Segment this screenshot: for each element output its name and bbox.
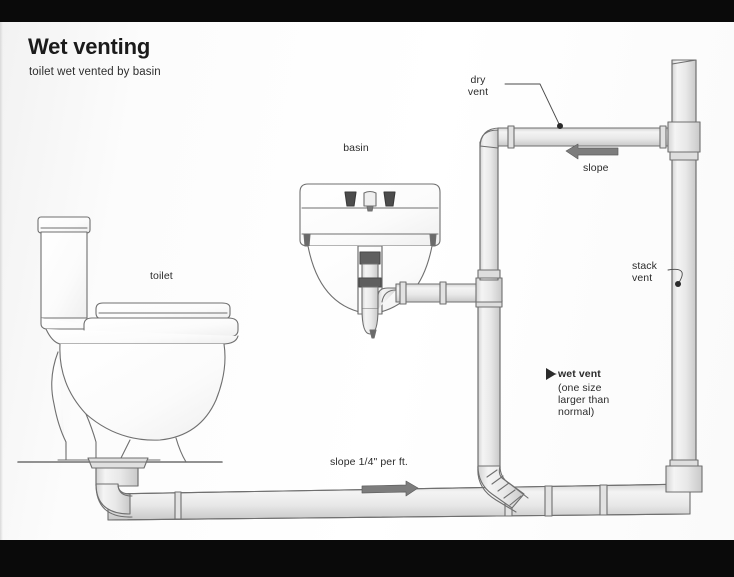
label-slope-vent: slope [583,162,609,174]
leader-lines [504,83,683,380]
label-wet-vent-note: (one size larger than normal) [558,382,610,418]
drain-flow-arrow [361,480,419,497]
letterbox-top-bar [0,0,734,22]
label-basin: basin [343,142,369,154]
label-toilet: toilet [150,270,173,282]
basin-p-trap [358,251,399,339]
toilet-fixture [17,216,239,463]
plumbing-diagram [17,59,703,521]
wet-vent-sweep [477,465,529,513]
basin-trap-arm [395,281,483,305]
wet-vent-pipe [475,277,503,469]
toilet-closet-bend [87,457,149,518]
diagram-page: Wet venting toilet wet vented by basin [0,22,734,540]
label-stack-vent: stack vent [632,260,658,284]
label-wet-vent: wet vent [558,368,601,380]
dry-vent-pipe [477,127,509,281]
dry-vent-leader [504,83,561,127]
page-title: Wet venting [28,34,151,59]
flow-arrows [361,143,619,497]
stack-vent-leader [667,268,683,285]
stack-vent-pipe [667,59,701,469]
page-subtitle: toilet wet vented by basin [29,66,161,78]
label-slope-drain: slope 1/4" per ft. [330,456,408,468]
vent-slope-arrow [565,143,619,160]
letterbox-bottom-bar [0,540,734,577]
stack-base-hub [665,465,703,493]
label-dry-vent: dry vent [467,74,489,98]
dry-vent-header [497,125,679,149]
